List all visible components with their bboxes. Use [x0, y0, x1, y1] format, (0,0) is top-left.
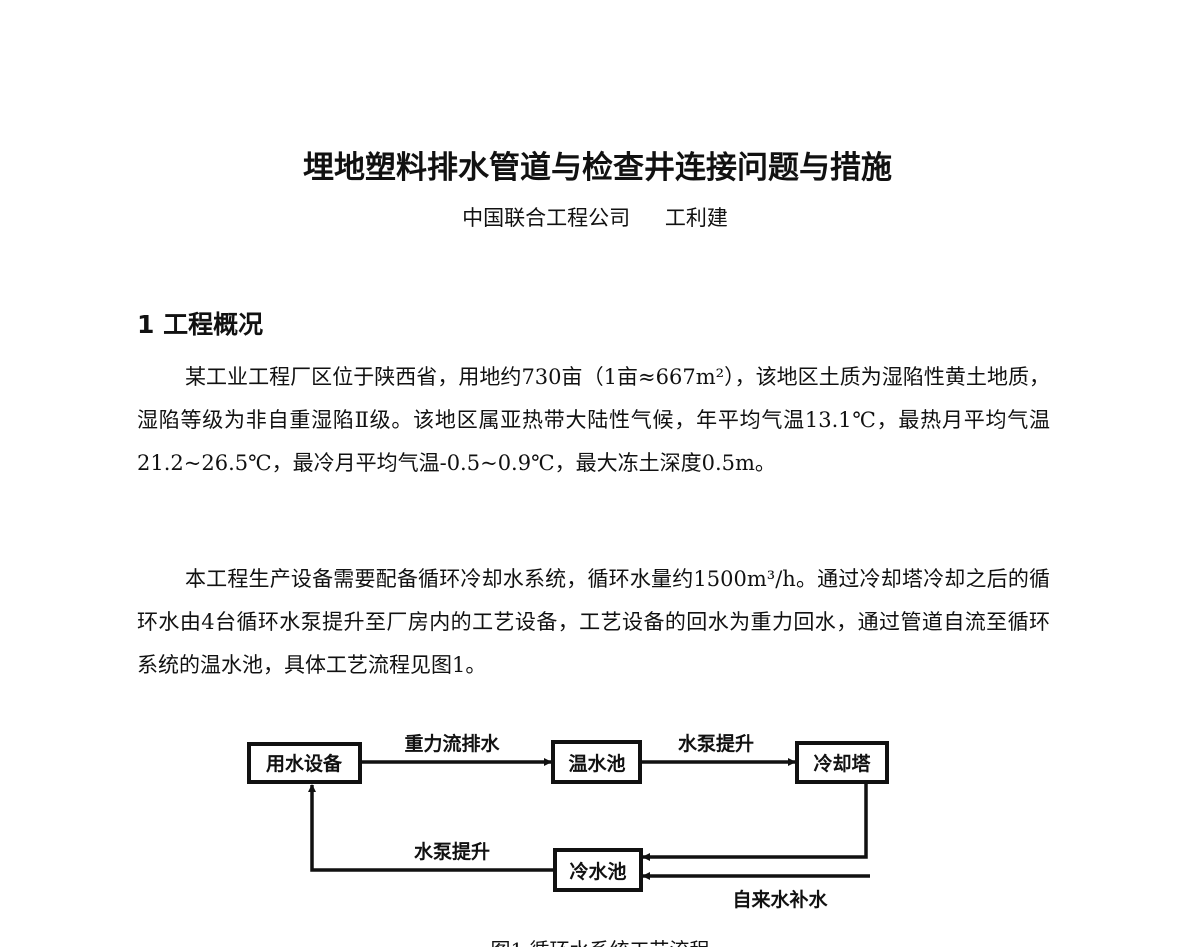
edge-label-gravity: 重力流排水 — [404, 732, 500, 755]
edge-cold-equipment — [308, 784, 553, 872]
edge-label-pump-equipment: 水泵提升 — [414, 840, 490, 863]
node-warm-pool-box — [551, 740, 642, 784]
author-name: 工利建 — [664, 206, 728, 230]
paragraph-2: 本工程生产设备需要配备循环冷却水系统，循环水量约1500m³/h。通过冷却塔冷却… — [137, 567, 1050, 677]
node-cold-pool-label: 冷水池 — [569, 860, 626, 883]
paper-title: 埋地塑料排水管道与检查井连接问题与措施 — [303, 150, 892, 186]
node-cooling-tower-label: 冷却塔 — [813, 752, 871, 775]
edge-tower-cold — [642, 783, 868, 861]
section-heading: 1 工程概况 — [137, 310, 264, 339]
node-equipment-label: 用水设备 — [266, 752, 343, 775]
edge-label-pump-up: 水泵提升 — [678, 732, 754, 755]
edge-label-tap-water: 自来水补水 — [732, 888, 828, 911]
node-equipment-box — [247, 742, 362, 784]
author-line: 中国联合工程公司 工利建 — [0, 202, 1190, 232]
node-cooling-tower-box — [795, 741, 889, 784]
node-warm-pool-label: 温水池 — [568, 752, 625, 775]
author-affiliation: 中国联合工程公司 — [462, 206, 631, 230]
paragraph-1: 某工业工程厂区位于陕西省，用地约730亩（1亩≈667m²），该地区土质为湿陷性… — [137, 365, 1050, 475]
figure-caption: 图1 循环水系统工艺流程 — [0, 930, 1200, 947]
node-cold-pool-box — [553, 848, 643, 892]
